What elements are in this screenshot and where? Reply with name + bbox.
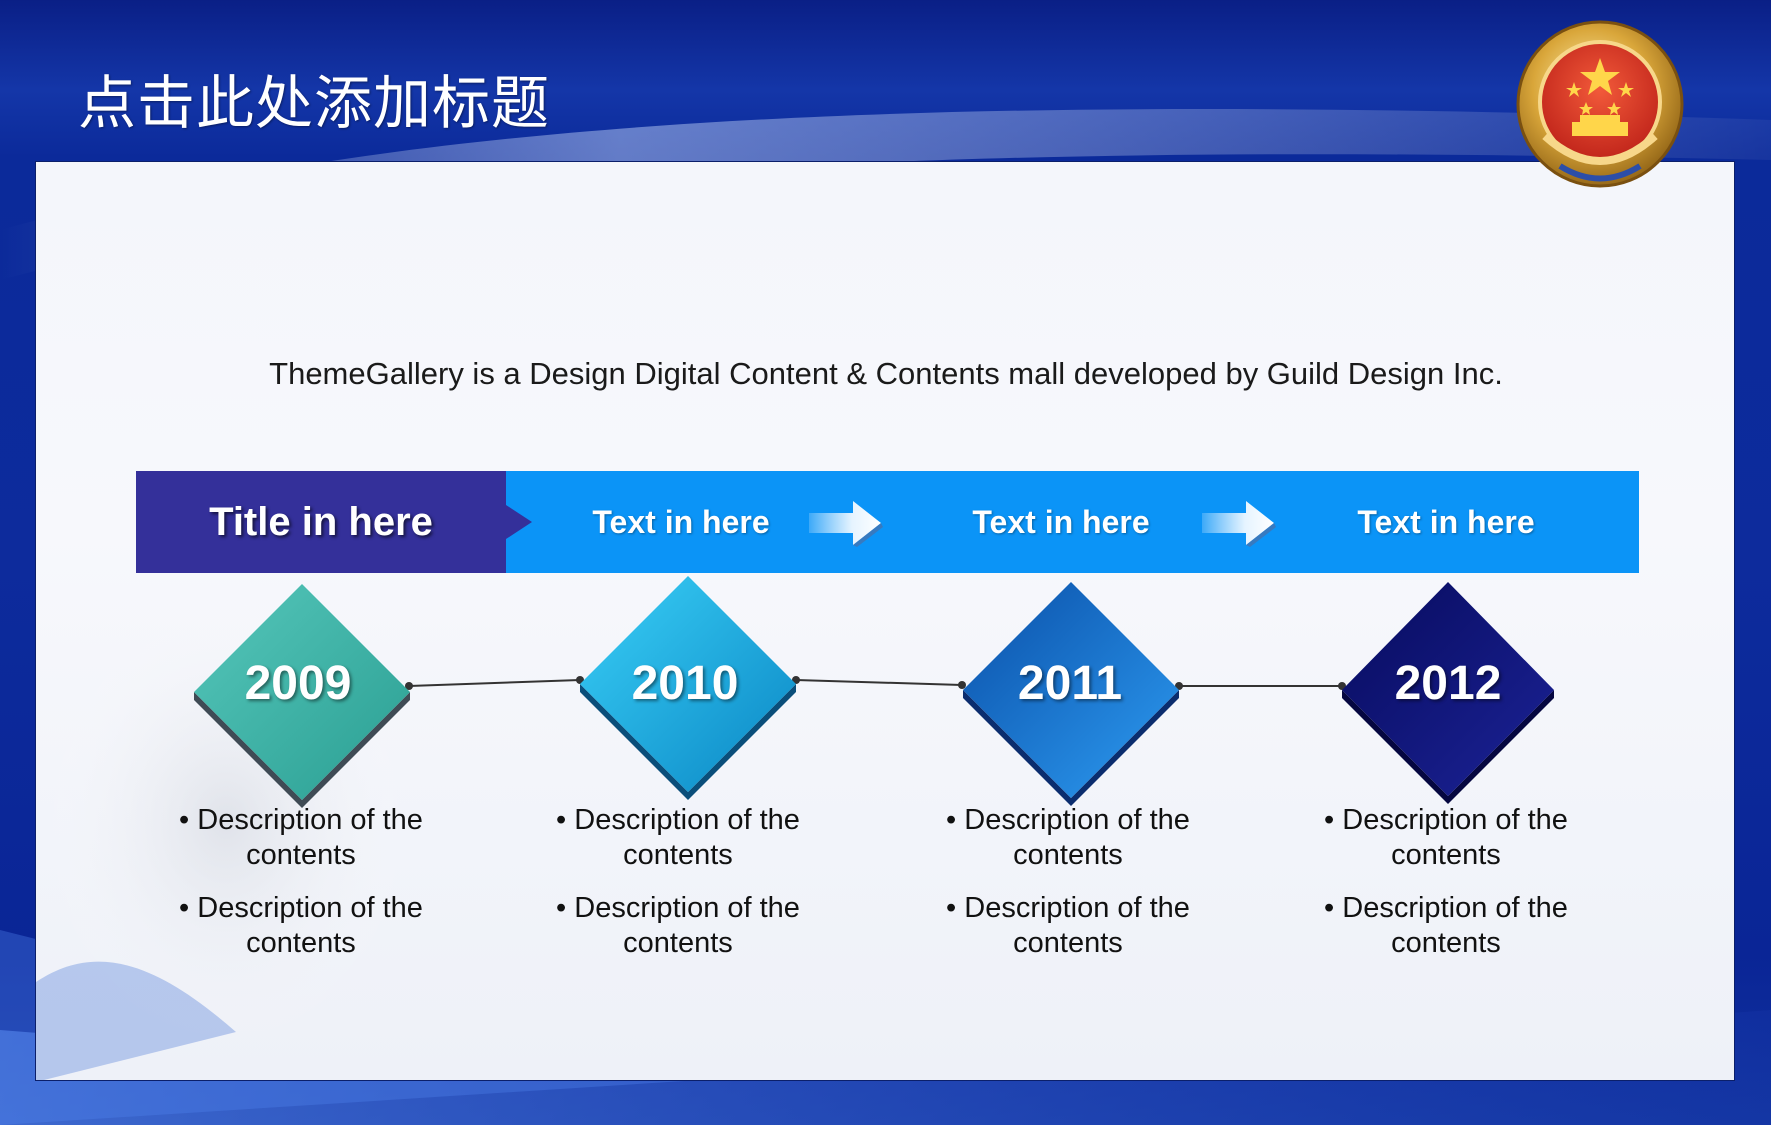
description-text: Description of the contents [1342,804,1568,871]
description-text: Description of the contents [574,804,800,871]
description-text: Description of the contents [197,892,423,959]
timeline-connector [408,679,581,687]
timeline-banner: Title in here Text in here Text in here … [136,471,1639,573]
description-text: Description of the contents [964,804,1190,871]
list-item: • Description of the contents [179,892,423,959]
banner-item[interactable]: Text in here [592,504,770,540]
timeline-year: 2011 [1017,657,1123,710]
timeline-year: 2010 [631,657,739,710]
intro-text: ThemeGallery is a Design Digital Content… [269,356,1503,391]
timeline-description-2009: • Description of the contents • Descript… [141,803,461,979]
list-item: • Description of the contents [946,892,1190,959]
banner-item[interactable]: Text in here [972,504,1150,540]
description-text: Description of the contents [197,804,423,871]
timeline-diamond-2010 [580,576,796,800]
description-text: Description of the contents [574,892,800,959]
right-arrow-icon [809,501,883,547]
banner-notch [506,505,532,539]
list-item: • Description of the contents [1324,892,1568,959]
timeline-connector [795,679,963,686]
slide-title[interactable]: 点击此处添加标题 [78,69,551,137]
timeline-year: 2009 [244,657,352,710]
list-item: • Description of the contents [179,804,423,871]
timeline-graphic [194,576,1554,808]
timeline-description-2010: • Description of the contents • Descript… [518,803,838,979]
timeline-description-2012: • Description of the contents • Descript… [1286,803,1606,979]
list-item: • Description of the contents [1324,804,1568,871]
right-arrow-icon [1202,501,1276,547]
description-text: Description of the contents [964,892,1190,959]
timeline-diamond-2012 [1342,582,1554,804]
content-panel: ThemeGallery is a Design Digital Content… [35,161,1735,1081]
timeline-description-2011: • Description of the contents • Descript… [908,803,1228,979]
timeline-diamond-2009 [194,584,410,808]
list-item: • Description of the contents [556,804,800,871]
timeline-year: 2012 [1394,657,1502,710]
banner-item[interactable]: Text in here [1357,504,1535,540]
timeline-diamond-2011 [963,582,1179,806]
list-item: • Description of the contents [556,892,800,959]
list-item: • Description of the contents [946,804,1190,871]
banner-title[interactable]: Title in here [136,471,506,573]
description-text: Description of the contents [1342,892,1568,959]
national-emblem-icon [1516,20,1684,188]
